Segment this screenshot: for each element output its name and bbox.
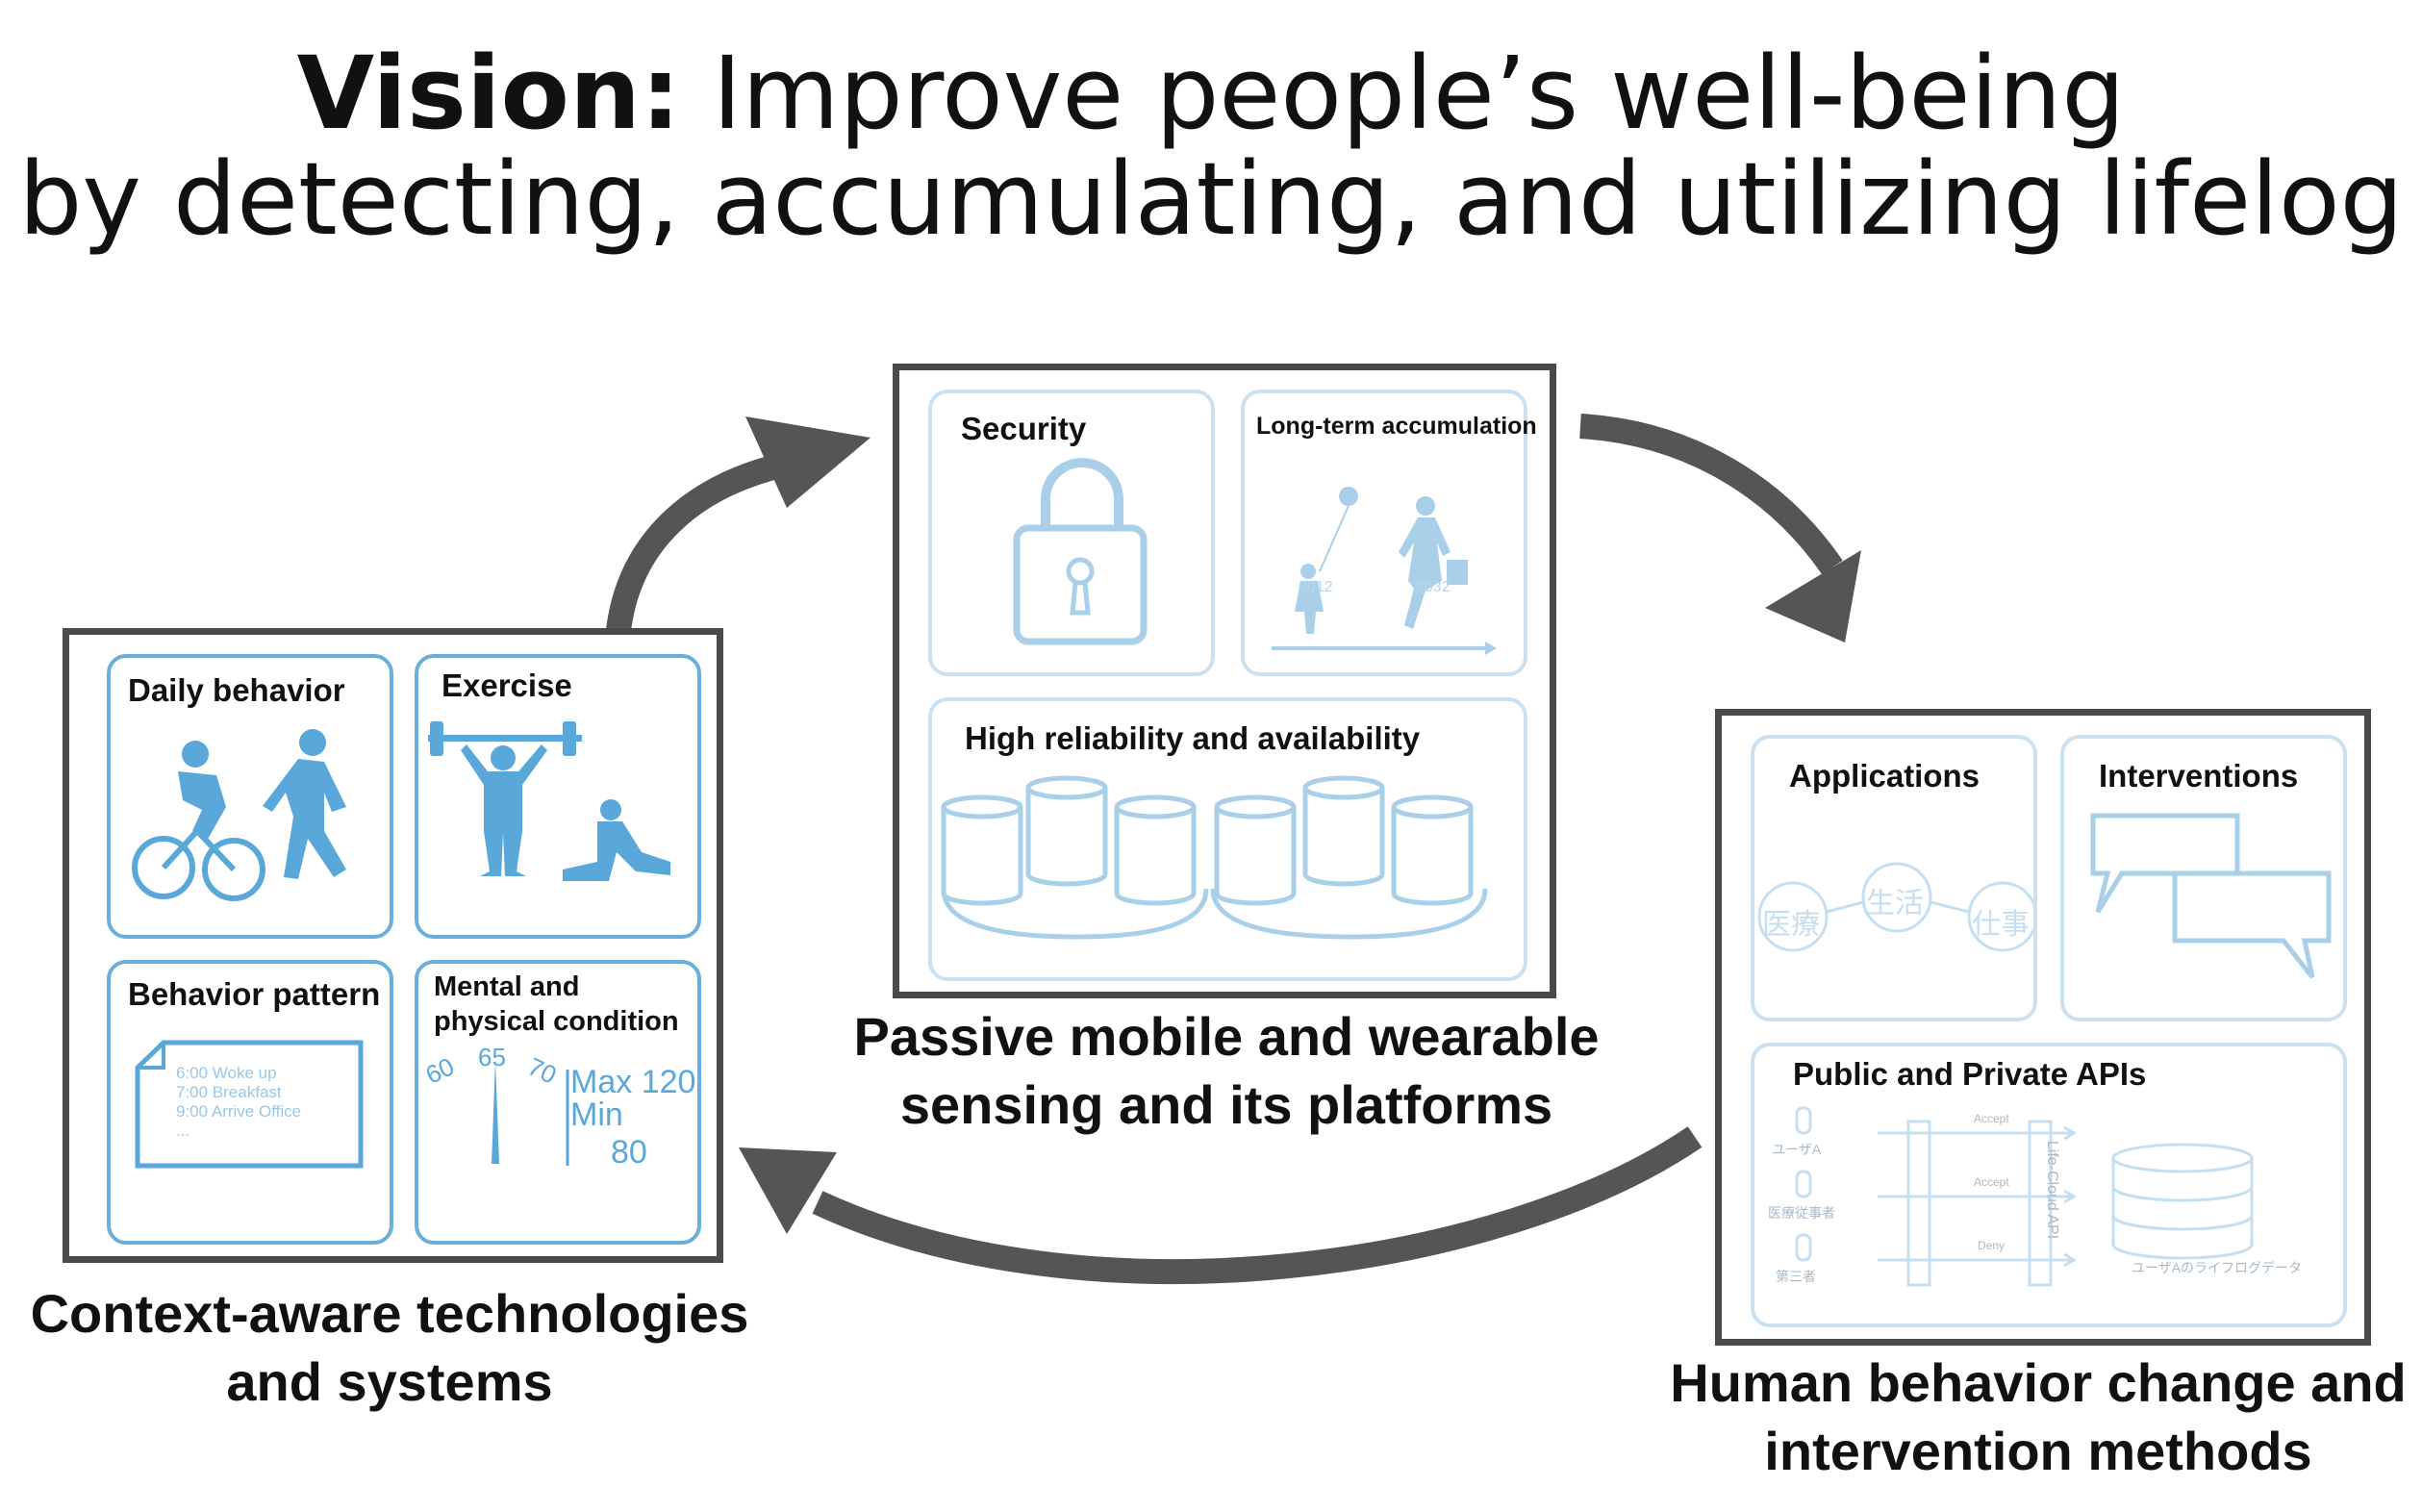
gauge-min: Min 80 <box>570 1096 697 1172</box>
app-node: 医療 <box>1762 909 1820 941</box>
exercise-label: Exercise <box>442 668 572 703</box>
server-cluster-icon <box>941 775 1488 940</box>
api-action: Accept <box>1974 1112 2009 1125</box>
api-flow-diagram <box>1795 1106 2254 1287</box>
schedule-list: 6:00 Woke up 7:00 Breakfast 9:00 Arrive … <box>176 1064 301 1141</box>
passive-label-line-2: sensing and its platforms <box>899 1074 1553 1136</box>
apis-card: Public and Private APIs ユーザA 医療従事者 第三者 A… <box>1751 1043 2347 1327</box>
api-user: 第三者 <box>1776 1269 1816 1284</box>
gauge-max-value: 120 <box>641 1064 696 1100</box>
gauge-min-label: Min <box>570 1096 623 1133</box>
schedule-entry: 7:00 Breakfast <box>176 1083 282 1101</box>
app-node: 生活 <box>1866 888 1924 920</box>
db-cylinder <box>941 794 1023 906</box>
timeline-year: 2032 <box>1416 579 1451 595</box>
context-aware-group-label: Context-aware technologies and systems <box>0 1279 779 1416</box>
arrow-human-to-context <box>812 1126 1703 1284</box>
behavior-pattern-card: Behavior pattern 6:00 Woke up 7:00 Break… <box>107 960 393 1245</box>
api-name: Life-Cloud API <box>2044 1140 2061 1240</box>
arrowhead-human <box>1765 550 1861 643</box>
applications-card: Applications 医療 生活 仕事 <box>1751 735 2037 1021</box>
schedule-note-icon <box>135 1040 364 1169</box>
app-node: 仕事 <box>1972 909 2030 941</box>
security-card: Security <box>928 390 1215 676</box>
gauge-max-label: Max <box>570 1064 633 1100</box>
security-label: Security <box>961 411 1087 446</box>
behavior-pattern-label: Behavior pattern <box>128 976 381 1012</box>
timeline-year: 2012 <box>1299 579 1333 595</box>
daily-behavior-label: Daily behavior <box>128 672 345 708</box>
arrowhead-context <box>739 1147 837 1234</box>
vision-title-line-2: by detecting, accumulating, and utilizin… <box>18 140 2404 258</box>
arrow-context-to-passive <box>606 449 801 632</box>
gauge-max: Max 120 <box>570 1064 695 1101</box>
padlock-icon <box>1013 458 1148 645</box>
apis-label: Public and Private APIs <box>1793 1056 2147 1092</box>
api-db-label: ユーザAのライフログデータ <box>2132 1260 2303 1275</box>
human-label-line-2: intervention methods <box>1764 1421 2312 1482</box>
passive-sensing-group-label: Passive mobile and wearable sensing and … <box>827 1002 1626 1139</box>
cyclist-runner-icon <box>132 729 346 901</box>
context-aware-label-line-2: and systems <box>226 1351 553 1413</box>
vision-title-line-1: Vision: Improve people’s well-being <box>0 38 2422 148</box>
heart-rate-gauge-icon <box>492 1060 569 1166</box>
schedule-entry: 9:00 Arrive Office <box>176 1102 302 1121</box>
passive-label-line-1: Passive mobile and wearable <box>853 1006 1600 1067</box>
schedule-entry: 6:00 Woke up <box>176 1064 277 1082</box>
gauge-min-value: 80 <box>611 1134 647 1171</box>
timeline-growth-icon <box>1272 487 1497 655</box>
vision-keyword: Vision: <box>296 35 681 152</box>
api-user: ユーザA <box>1772 1142 1822 1157</box>
human-behavior-group-label: Human behavior change and intervention m… <box>1654 1348 2422 1485</box>
mental-physical-card: Mental and physical condition 60 65 70 M… <box>415 960 701 1245</box>
applications-label: Applications <box>1789 758 1980 794</box>
reliability-card: High reliability and availability <box>928 697 1527 981</box>
schedule-entry: ... <box>176 1121 190 1140</box>
speech-bubbles-icon <box>2090 813 2332 979</box>
arrow-passive-to-human <box>1579 414 1843 575</box>
context-aware-frame: Daily behavior Exercise <box>63 628 723 1263</box>
interventions-card: Interventions <box>2060 735 2347 1021</box>
long-term-card: Long-term accumulation 2012 2032 <box>1241 390 1537 676</box>
app-network-icon <box>1757 862 2033 952</box>
human-label-line-1: Human behavior change and <box>1670 1352 2407 1413</box>
human-behavior-frame: Applications 医療 生活 仕事 Interventions Publ… <box>1715 709 2371 1346</box>
exercise-card: Exercise <box>415 654 701 939</box>
long-term-label: Long-term accumulation <box>1256 413 1537 440</box>
passive-sensing-frame: Security Long-term accumulation 2012 203… <box>893 364 1556 998</box>
context-aware-label-line-1: Context-aware technologies <box>30 1283 749 1344</box>
api-action: Deny <box>1978 1239 2006 1252</box>
gauge-tick: 65 <box>478 1043 506 1071</box>
arrowhead-passive <box>745 416 870 508</box>
api-user: 医療従事者 <box>1768 1205 1835 1221</box>
api-action: Accept <box>1974 1175 2009 1189</box>
daily-behavior-card: Daily behavior <box>107 654 393 939</box>
reliability-label: High reliability and availability <box>965 720 1421 756</box>
mental-physical-label: Mental and physical condition <box>434 971 679 1038</box>
interventions-label: Interventions <box>2099 758 2299 794</box>
weightlifter-icon <box>428 721 670 881</box>
vision-statement: Improve people’s well-being <box>680 35 2126 152</box>
